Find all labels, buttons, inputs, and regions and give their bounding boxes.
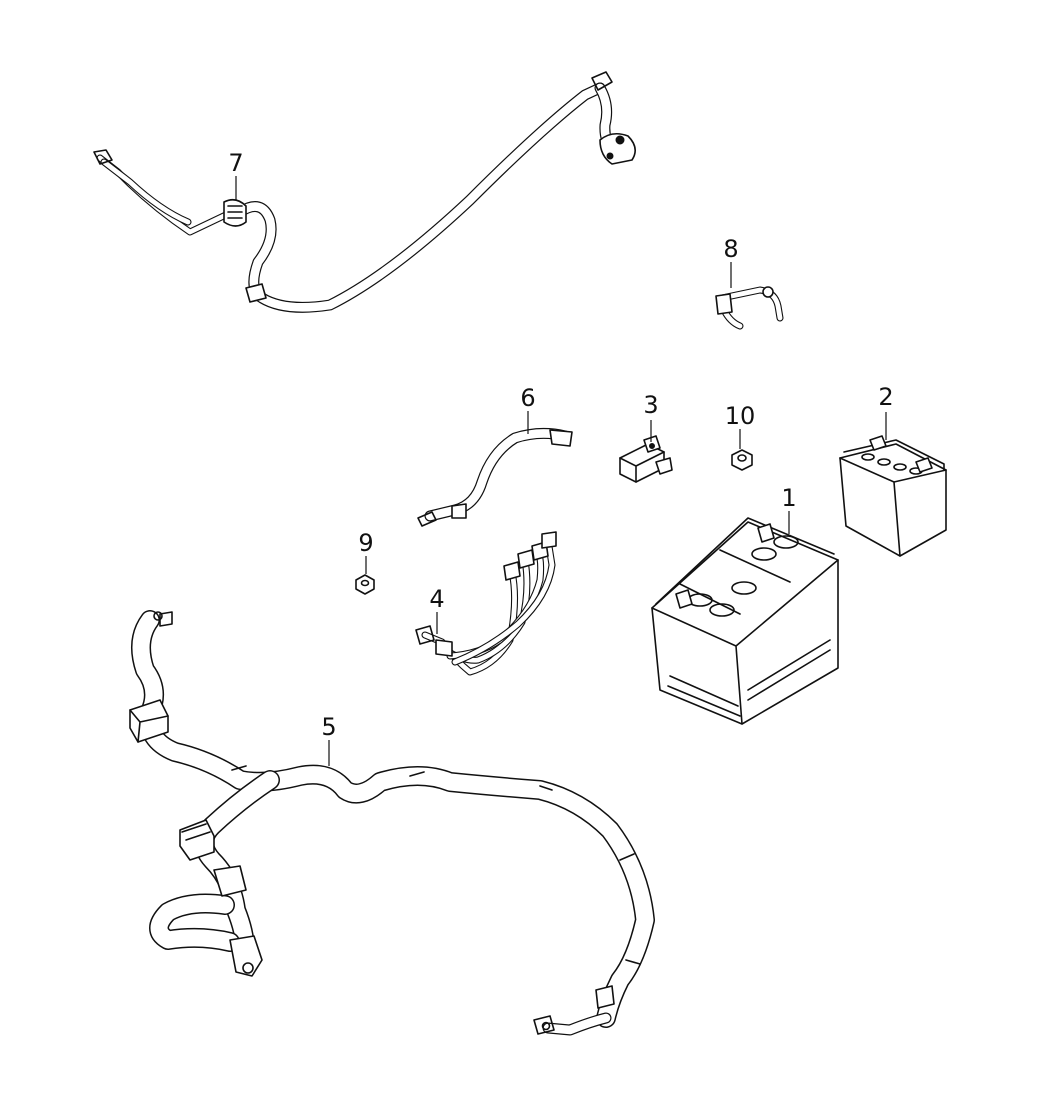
part-4-cable[interactable] bbox=[415, 531, 557, 676]
svg-text:5: 5 bbox=[321, 713, 336, 741]
svg-text:3: 3 bbox=[643, 391, 658, 419]
callout-1: 1 bbox=[781, 484, 797, 534]
svg-text:8: 8 bbox=[723, 235, 738, 263]
callout-3: 3 bbox=[643, 391, 659, 442]
callout-9: 9 bbox=[358, 529, 374, 574]
callout-10: 10 bbox=[725, 402, 756, 449]
callout-7: 7 bbox=[228, 149, 244, 200]
svg-text:9: 9 bbox=[358, 529, 373, 557]
part-9-nut[interactable] bbox=[355, 574, 375, 595]
part-2-battery[interactable] bbox=[839, 435, 947, 557]
svg-text:1: 1 bbox=[781, 484, 796, 512]
part-6-cable[interactable] bbox=[417, 427, 573, 527]
part-8-clip[interactable] bbox=[715, 286, 784, 330]
part-3-sensor[interactable] bbox=[619, 435, 673, 483]
svg-text:7: 7 bbox=[228, 149, 243, 177]
callout-8: 8 bbox=[723, 235, 739, 288]
part-1-battery[interactable] bbox=[651, 517, 839, 725]
part-10-nut[interactable] bbox=[731, 449, 753, 471]
part-5-harness[interactable] bbox=[129, 610, 655, 1036]
callout-2: 2 bbox=[878, 383, 894, 440]
svg-text:10: 10 bbox=[725, 402, 756, 430]
svg-text:2: 2 bbox=[878, 383, 893, 411]
part-7-harness[interactable] bbox=[93, 71, 636, 313]
callout-4: 4 bbox=[429, 585, 445, 634]
callout-6: 6 bbox=[520, 384, 536, 434]
svg-text:6: 6 bbox=[520, 384, 535, 412]
callout-5: 5 bbox=[321, 713, 337, 766]
svg-text:4: 4 bbox=[429, 585, 444, 613]
